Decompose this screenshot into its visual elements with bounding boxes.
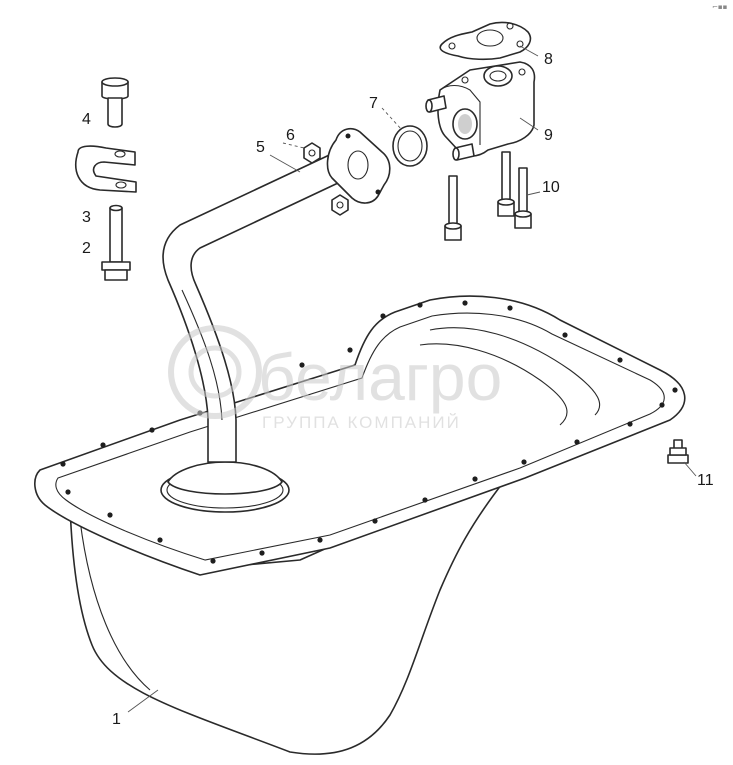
callout-6: 6 [286, 127, 295, 144]
nuts [303, 142, 349, 216]
callout-10: 10 [542, 179, 560, 196]
watermark-brand: белагро [258, 340, 502, 414]
socket-head-screw [101, 77, 129, 128]
oil-pump-housing [425, 61, 536, 161]
callout-11: 11 [697, 472, 714, 489]
tube-clamp [75, 145, 137, 193]
oil-pickup-tube [160, 127, 391, 513]
watermark: белагро ГРУППА КОМПАНИЙ [168, 325, 502, 432]
flange-bolt [101, 204, 131, 281]
leader-lines [127, 45, 697, 713]
pump-bolts [444, 151, 532, 241]
watermark-tagline: ГРУППА КОМПАНИЙ [262, 413, 461, 432]
oil-pan-bolt-holes [60, 300, 678, 564]
corner-mark: ⌐▪▪ [712, 3, 728, 11]
o-ring [392, 125, 428, 167]
callout-3: 3 [82, 209, 91, 226]
callout-8: 8 [544, 51, 553, 68]
callout-5: 5 [256, 139, 265, 156]
pan-bolt [667, 439, 689, 464]
callout-2: 2 [82, 240, 91, 257]
callout-9: 9 [544, 127, 553, 144]
pump-gasket [439, 21, 532, 61]
callouts: 1 2 3 4 5 6 7 8 9 10 11 [82, 51, 714, 728]
oil-pan-flange-inner [55, 312, 665, 561]
oil-pan-body [69, 479, 506, 755]
callout-1: 1 [112, 711, 121, 728]
callout-7: 7 [369, 95, 378, 112]
oil-pan-flange [34, 295, 686, 576]
callout-4: 4 [82, 111, 91, 128]
